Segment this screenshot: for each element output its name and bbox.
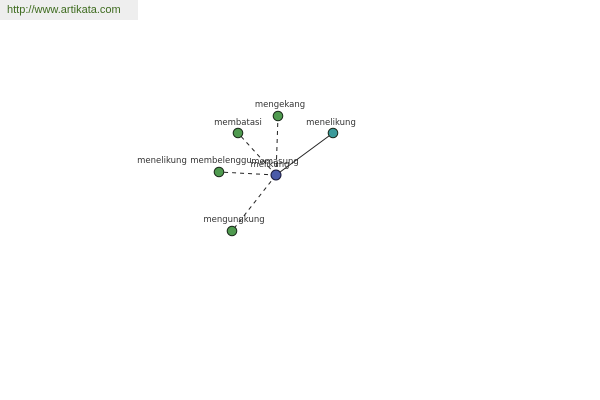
node-membelenggu[interactable]: [213, 166, 225, 178]
edge-menelikung-right: [275, 132, 334, 176]
label-menelikung-left[interactable]: menelikung: [137, 156, 187, 166]
edge-membelenggu: [218, 171, 277, 176]
label-mengekang[interactable]: mengekang: [255, 100, 305, 110]
node-melikung[interactable]: [270, 169, 282, 181]
label-memasung[interactable]: memasung: [251, 157, 299, 167]
edge-mengungkung: [231, 174, 277, 232]
graph-labels: mengekang membatasi menelikung menelikun…: [137, 100, 356, 225]
edge-mengekang: [275, 115, 279, 176]
node-menelikung-right[interactable]: [327, 127, 339, 139]
label-membelenggu[interactable]: membelenggu: [190, 156, 252, 166]
graph-nodes: [213, 110, 339, 237]
graph-edges: [218, 115, 334, 232]
node-membatasi[interactable]: [232, 127, 244, 139]
edge-membatasi: [237, 132, 277, 176]
label-menelikung-right[interactable]: menelikung: [306, 118, 356, 128]
label-membatasi[interactable]: membatasi: [214, 118, 262, 128]
label-mengungkung[interactable]: mengungkung: [203, 215, 264, 225]
node-mengungkung[interactable]: [226, 225, 238, 237]
site-url-link[interactable]: http://www.artikata.com: [7, 4, 121, 16]
url-bar: http://www.artikata.com: [0, 0, 138, 20]
label-melikung[interactable]: melikung: [250, 160, 289, 170]
node-mengekang[interactable]: [272, 110, 284, 122]
